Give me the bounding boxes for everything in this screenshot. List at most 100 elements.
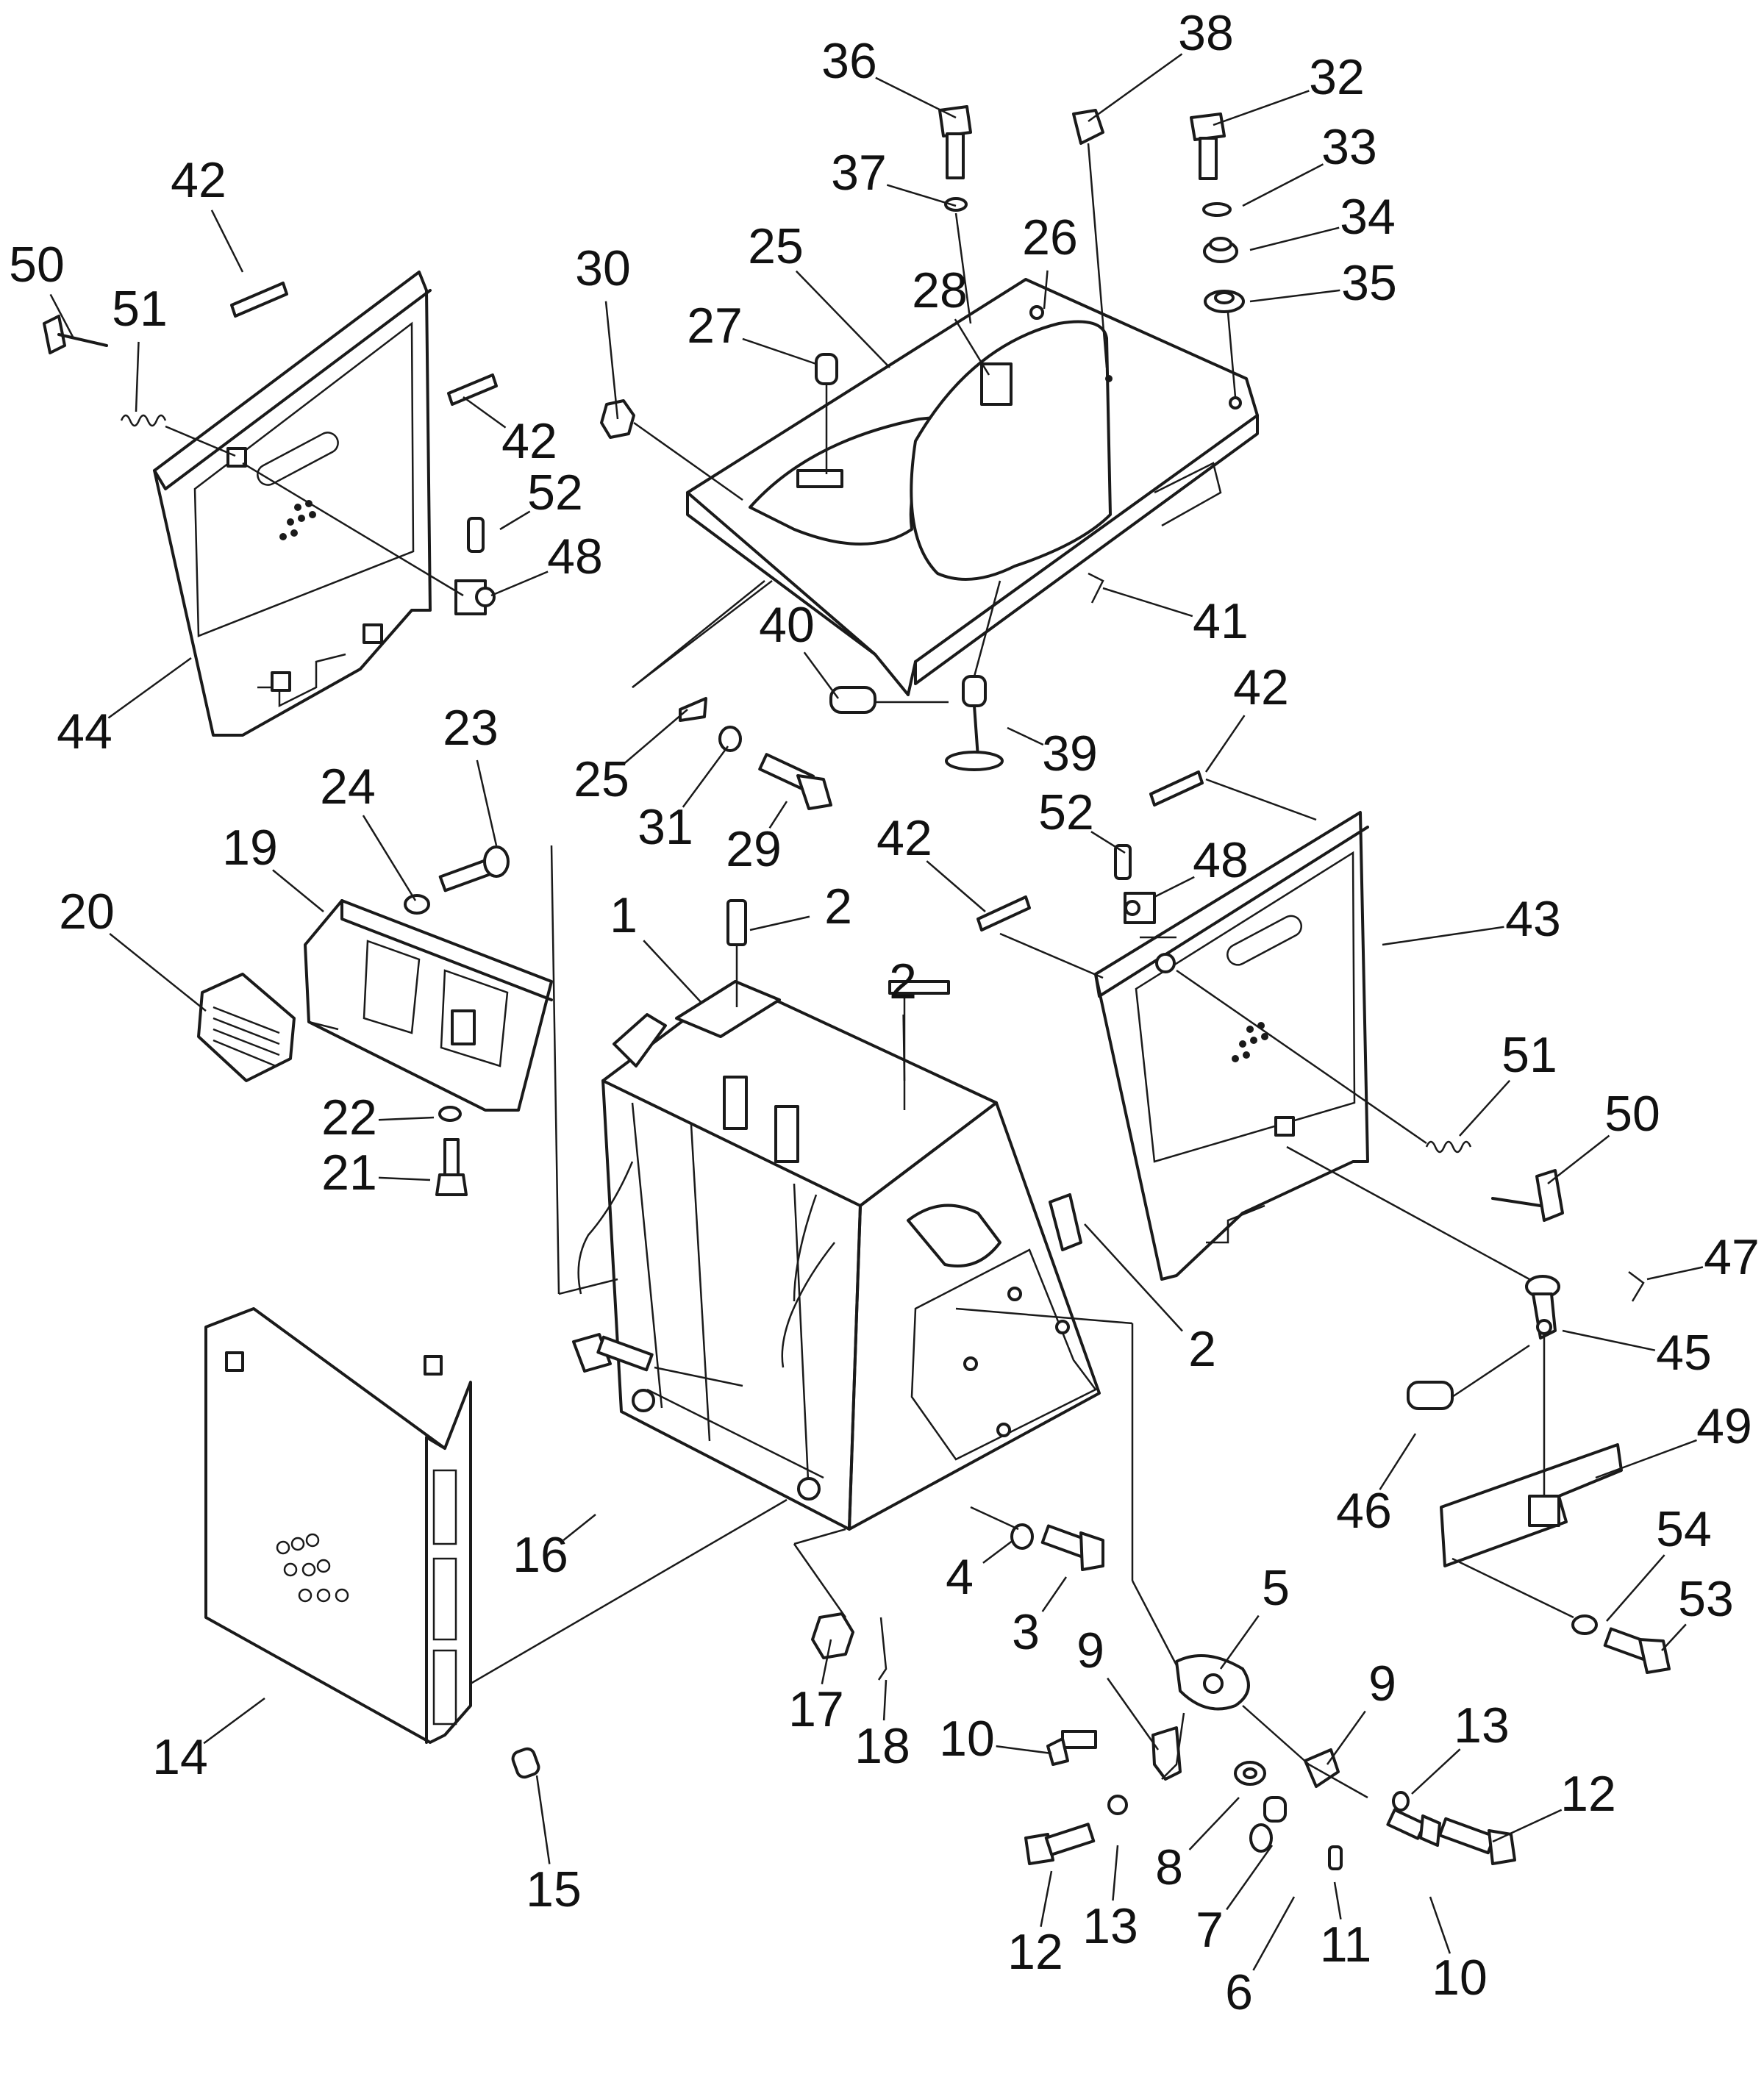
callout-leader-39 [1007,726,1044,746]
bolt-12-left [1024,1823,1096,1865]
spring-51-left [120,414,236,457]
fitting-10-left [1046,1730,1097,1766]
strip-2-side [1049,1193,1082,1251]
callout-label-8: 8 [1155,1839,1183,1895]
callout-label-25: 25 [748,218,804,274]
callout-label-31: 31 [638,799,693,855]
pin-50-right [1491,1169,1564,1222]
main-frame [577,980,1101,1531]
pin-46 [1407,1344,1530,1410]
callout-leader-23 [476,759,498,846]
callout-label-4: 4 [946,1549,974,1605]
callout-leader-24 [362,815,417,901]
cotter-pin-18 [877,1617,888,1681]
bushing-6 [1249,1823,1273,1853]
callout-leader-22 [378,1116,435,1121]
callout-label-2: 2 [824,879,852,934]
callout-label-39: 39 [1042,726,1098,782]
callout-leader-42 [463,396,507,429]
callout-label-25: 25 [574,751,629,807]
pin-15 [511,1747,540,1779]
callout-label-50: 50 [9,237,65,293]
vent-grille-20 [197,973,296,1082]
bolt-16 [572,1333,743,1387]
callout-leader-11 [1333,1881,1342,1920]
callout-leader-51 [1459,1079,1511,1137]
callout-label-32: 32 [1309,49,1365,105]
callout-leader-10 [1429,1896,1451,1954]
callout-label-9: 9 [1076,1623,1104,1678]
washer-31 [718,726,742,752]
spring-51-right [1176,969,1472,1154]
washer-8 [1234,1761,1266,1786]
pin-11 [1328,1845,1343,1870]
callout-leader-42 [926,860,986,912]
callout-label-7: 7 [1196,1902,1224,1958]
callout-label-16: 16 [513,1527,568,1583]
callout-leader-34 [1249,226,1340,251]
callout-leader-54 [1606,1554,1665,1622]
bolt-21 [435,1138,468,1196]
callout-label-52: 52 [527,465,583,521]
callout-label-53: 53 [1678,1571,1734,1627]
callout-label-19: 19 [222,820,278,876]
latch-39 [945,580,1004,771]
callout-label-42: 42 [171,152,226,208]
callout-leader-38 [1088,53,1183,123]
callout-leader-52 [499,510,531,531]
callout-leader-33 [1242,163,1324,207]
pin-52-right [1114,844,1132,880]
latch-48-right [1124,892,1176,939]
callout-leader-6 [1252,1896,1296,1971]
callout-leader-42 [210,210,244,273]
callout-leader-49 [1595,1439,1697,1479]
washer-13-right [1392,1791,1410,1812]
nut-30 [600,399,743,501]
callout-label-18: 18 [854,1718,910,1774]
callout-leader-12 [1492,1809,1563,1843]
callout-label-26: 26 [1022,210,1078,265]
clip-42-right-mid [976,895,1104,979]
bushing-35 [1204,290,1245,398]
callout-leader-25 [795,270,890,368]
clip-42-left-top [230,282,288,318]
callout-label-21: 21 [321,1145,377,1201]
callout-leader-41 [1102,587,1193,618]
callout-leader-51 [135,341,140,412]
callout-label-20: 20 [59,884,115,940]
washer-22 [438,1106,462,1122]
callout-label-54: 54 [1656,1501,1712,1557]
callout-label-29: 29 [726,821,782,877]
callout-leader-15 [535,1775,551,1864]
callout-leader-48 [1154,876,1195,898]
callout-leader-29 [768,801,788,829]
bolt-23 [438,845,510,893]
callout-label-2: 2 [889,954,917,1009]
bolt-12-right [1438,1817,1516,1865]
callout-label-24: 24 [320,759,376,815]
callout-label-5: 5 [1262,1560,1290,1616]
callout-label-27: 27 [687,298,743,354]
pivot-leader-lines-2 [1242,1705,1368,1799]
callout-leader-40 [803,651,840,699]
callout-label-13: 13 [1454,1698,1510,1753]
callout-leader-50 [1547,1134,1610,1184]
callout-label-10: 10 [939,1711,995,1767]
callout-leader-12 [1040,1870,1053,1927]
callout-leader-36 [875,76,957,119]
callout-label-14: 14 [152,1729,208,1785]
cap-38 [1072,109,1108,368]
cotter-pin-41 [1088,572,1104,604]
callout-leader-9 [1107,1677,1160,1750]
callout-leader-35 [1249,289,1340,303]
callout-label-51: 51 [1501,1027,1557,1083]
callout-label-47: 47 [1704,1229,1760,1285]
callout-label-12: 12 [1560,1766,1616,1822]
callout-leader-25 [623,709,688,765]
callout-label-43: 43 [1505,891,1561,947]
callout-leader-16 [563,1514,596,1541]
callout-leader-7 [1226,1845,1274,1911]
callout-leader-26 [1043,270,1049,310]
